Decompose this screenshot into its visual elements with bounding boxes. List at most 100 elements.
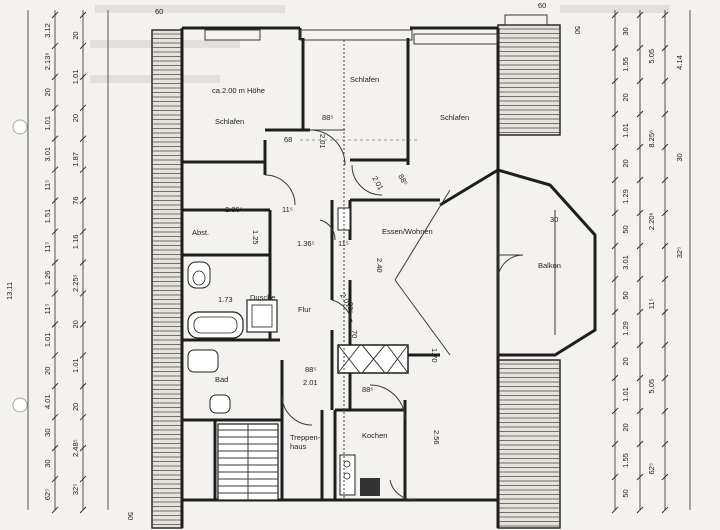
dim-tick (611, 77, 619, 85)
dim-label: 1.01 (43, 333, 52, 348)
dim-tick (51, 290, 59, 297)
dim-30: 30 (550, 215, 558, 224)
dim-label: 20 (43, 88, 52, 96)
dim-tick (611, 440, 619, 448)
dim-label: 3.01 (621, 255, 630, 270)
dim-tick (636, 242, 644, 250)
room-label-flur: Flur (298, 305, 311, 314)
dim-tick (51, 166, 59, 174)
dim-70: 70 (350, 330, 359, 338)
dim-tick (51, 321, 59, 328)
interior-walls (182, 38, 440, 500)
dim-tick (661, 506, 669, 514)
dim-tick (636, 143, 644, 151)
room-label-schlafen-left: Schlafen (215, 117, 244, 126)
dim-tick (51, 506, 59, 514)
right-roof-hatch (497, 24, 561, 529)
dim-tick (51, 413, 59, 421)
dim-tick (79, 73, 87, 81)
dim-tick (51, 104, 59, 112)
dim-label: 1.29 (621, 321, 630, 336)
dim-label: 62⁵ (43, 489, 52, 500)
dim-136: 1.36⁵ (297, 239, 315, 248)
dim-label: 20 (71, 31, 80, 39)
dim-tick (636, 77, 644, 85)
dim-tick (611, 407, 619, 415)
dim-tick (636, 11, 644, 19)
dim-170: 1.70 (430, 348, 439, 363)
dim-tick (636, 440, 644, 448)
dim-tick (611, 341, 619, 349)
dim-top-50: 50 (573, 26, 582, 34)
dim-tick (51, 444, 59, 452)
dim-tick (611, 275, 619, 283)
dim-11b: 11⁵ (338, 239, 349, 248)
dim-tick (636, 473, 644, 481)
dim-tick (79, 259, 87, 266)
left-roof-hatch (151, 29, 183, 529)
dim-tick (636, 407, 644, 415)
dim-68: 68 (284, 135, 292, 144)
dim-label: 50 (621, 225, 630, 233)
dim-label: 30 (621, 27, 630, 35)
dim-tick (661, 11, 669, 19)
dim-label: 11⁵ (647, 298, 656, 309)
dim-tick (51, 11, 59, 19)
dim-tick (661, 77, 669, 85)
dim-256: 2.56 (432, 430, 441, 445)
dim-label: 1.55 (621, 57, 630, 72)
dim-label: 30 (43, 428, 52, 436)
dim-tick (51, 42, 59, 50)
dim-label: 1.01 (43, 116, 52, 131)
dim-tick (636, 374, 644, 382)
dim-label: 1.01 (71, 358, 80, 373)
dim-tick (636, 176, 644, 184)
left-dimension-lines (27, 10, 109, 514)
dim-label: 2.13⁶ (43, 53, 52, 71)
dim-label: 4.01 (43, 394, 52, 409)
dim-125: 1.25 (251, 230, 260, 245)
dim-tick (636, 308, 644, 316)
dim-left-total: 13.11 (5, 282, 14, 300)
dim-tick (51, 351, 59, 359)
dashed-lines (300, 40, 420, 500)
dim-tick (79, 290, 87, 297)
dim-top-60b: 60 (538, 1, 546, 10)
dim-label: 20 (71, 403, 80, 411)
dim-tick (79, 444, 87, 452)
dim-label: 11⁵ (43, 180, 52, 191)
dim-tick (79, 475, 87, 483)
dim-tick (661, 143, 669, 151)
room-label-balkon: Balkon (538, 261, 561, 270)
dim-tick (79, 382, 87, 390)
dim-tick (661, 242, 669, 250)
dim-tick (661, 473, 669, 481)
room-label-kochen: Kochen (362, 431, 387, 440)
dim-tick (611, 44, 619, 52)
punch-holes (12, 119, 28, 413)
room-label-essen: Essen/Wohnen (382, 227, 433, 236)
staircase (217, 423, 279, 501)
dim-88e: 88⁵ (362, 385, 373, 394)
dim-label: 20 (621, 159, 630, 167)
room-label-schlafen-top: Schlafen (350, 75, 379, 84)
dim-tick (611, 506, 619, 514)
dim-tick (79, 166, 87, 174)
dim-tick (51, 382, 59, 390)
balkon-bay (394, 168, 597, 357)
dim-tick (79, 351, 87, 359)
dim-tick (611, 176, 619, 184)
dim-tick (661, 341, 669, 349)
dim-label: 1.01 (621, 123, 630, 138)
dim-tick (636, 341, 644, 349)
dim-tick (661, 440, 669, 448)
dim-tick (79, 135, 87, 143)
dim-label: 76 (71, 196, 80, 204)
room-label-abst: Abst. (192, 228, 209, 237)
dim-tick (611, 242, 619, 250)
dim-label: 50 (621, 291, 630, 299)
